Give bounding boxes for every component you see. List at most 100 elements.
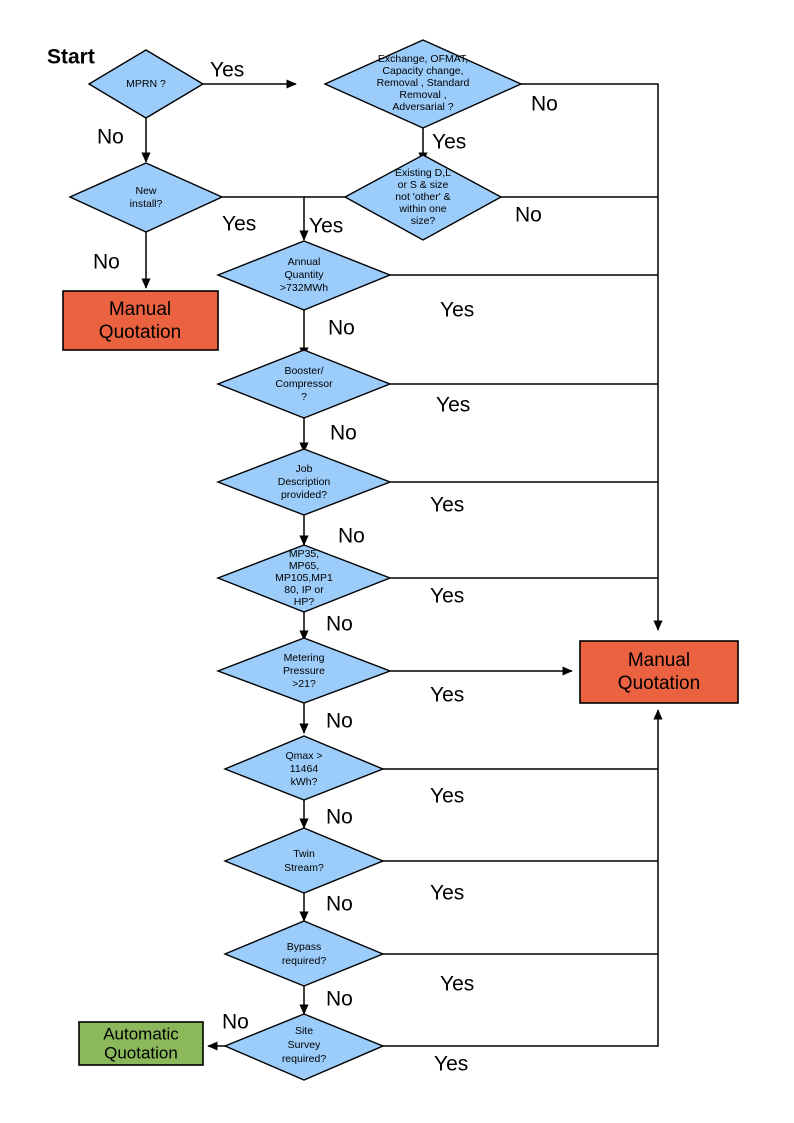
edge-label-qmax-yes: Yes <box>430 785 464 808</box>
bypass-label-line-0: Bypass <box>287 941 321 953</box>
node-booster[interactable]: Booster/ Compressor ? <box>216 349 392 419</box>
node-manual-quotation-right[interactable]: Manual Quotation <box>579 640 739 704</box>
metering-pressure-label-line-1: Pressure <box>283 665 325 677</box>
mprn-label-line-0: MPRN ? <box>126 78 166 90</box>
node-mp-types[interactable]: MP35, MP65, MP105,MP1 80, IP or HP? <box>216 544 392 613</box>
existing-dls-diamond[interactable] <box>343 154 503 241</box>
edge-label-site-survey-no: No <box>222 1011 249 1034</box>
edge-label-metering-pressure-yes: Yes <box>430 684 464 707</box>
existing-dls-label-line-0: Existing D,L <box>395 167 451 179</box>
edge-label-new-install-no: No <box>93 251 120 274</box>
node-exchange[interactable]: Exchange, OFMAT, Capacity change, Remova… <box>323 39 523 129</box>
annual-quantity-label-line-2: >732MWh <box>280 282 328 294</box>
edge-label-bypass-yes: Yes <box>440 973 474 996</box>
existing-dls-label-line-3: within one <box>398 203 446 215</box>
site-survey-label-line-2: required? <box>282 1053 327 1065</box>
edge-label-mp-types-yes: Yes <box>430 585 464 608</box>
job-description-diamond[interactable] <box>216 448 392 516</box>
site-survey-diamond[interactable] <box>223 1013 385 1081</box>
existing-dls-label-line-4: size? <box>411 215 436 227</box>
manual-quotation-left-line-1: Quotation <box>99 322 181 343</box>
edge-label-annual-quantity-no: No <box>328 317 355 340</box>
new-install-diamond[interactable] <box>68 162 224 233</box>
exchange-label-line-3: Removal , <box>399 89 446 101</box>
edge-label-new-install-yes: Yes <box>222 213 256 236</box>
new-install-label-line-1: install? <box>130 198 163 210</box>
edge-label-job-description-yes: Yes <box>430 494 464 517</box>
site-survey-label-line-1: Survey <box>288 1039 321 1051</box>
mp-types-diamond[interactable] <box>216 544 392 613</box>
existing-dls-label-line-2: not 'other' & <box>395 191 450 203</box>
edge-label-existing-dls-no: No <box>515 204 542 227</box>
edge-label-annual-quantity-yes: Yes <box>440 299 474 322</box>
metering-pressure-label-line-2: >21? <box>292 678 316 690</box>
node-bypass[interactable]: Bypass required? <box>223 920 385 987</box>
booster-diamond[interactable] <box>216 349 392 419</box>
bypass-diamond[interactable] <box>223 920 385 987</box>
edge-label-existing-dls-yes: Yes <box>309 215 343 238</box>
node-qmax[interactable]: Qmax > 11464 kWh? <box>223 735 385 801</box>
edge-label-exchange-no: No <box>531 93 558 116</box>
node-annual-quantity[interactable]: Annual Quantity >732MWh <box>216 240 392 311</box>
new-install-label-line-0: New <box>135 185 156 197</box>
automatic-quotation-box[interactable] <box>78 1021 204 1066</box>
node-automatic-quotation[interactable]: Automatic Quotation <box>78 1021 204 1066</box>
edge-label-layer: Start Yes No No Yes Yes No No Yes Yes No… <box>47 46 558 1076</box>
node-mprn[interactable]: MPRN ? <box>87 49 205 119</box>
exchange-label-line-0: Exchange, OFMAT, <box>378 53 468 65</box>
exchange-label-line-1: Capacity change, <box>382 65 463 77</box>
qmax-label-line-1: 11464 <box>290 763 319 775</box>
annual-quantity-label-line-1: Quantity <box>284 269 324 281</box>
edge-label-mprn-no: No <box>97 126 124 149</box>
node-job-description[interactable]: Job Description provided? <box>216 448 392 516</box>
mprn-diamond[interactable] <box>87 49 205 119</box>
node-manual-quotation-left[interactable]: Manual Quotation <box>62 290 219 351</box>
qmax-label-line-2: kWh? <box>291 776 318 788</box>
job-description-label-line-1: Description <box>278 476 331 488</box>
booster-label-line-1: Compressor <box>275 378 333 390</box>
booster-label-line-0: Booster/ <box>284 365 323 377</box>
node-twin-stream[interactable]: Twin Stream? <box>223 827 385 894</box>
manual-quotation-right-box[interactable] <box>579 640 739 704</box>
edge-label-qmax-no: No <box>326 806 353 829</box>
manual-quotation-right-line-0: Manual <box>628 650 690 671</box>
edge-exchange-no <box>521 83 663 631</box>
node-existing-dls[interactable]: Existing D,L or S & size not 'other' & w… <box>343 154 503 241</box>
qmax-diamond[interactable] <box>223 735 385 801</box>
edge-label-booster-no: No <box>330 422 357 445</box>
edge-label-site-survey-yes: Yes <box>434 1053 468 1076</box>
job-description-label-line-0: Job <box>296 463 313 475</box>
edge-label-metering-pressure-no: No <box>326 710 353 733</box>
twin-stream-diamond[interactable] <box>223 827 385 894</box>
node-site-survey[interactable]: Site Survey required? <box>223 1013 385 1081</box>
site-survey-label-line-0: Site <box>295 1025 313 1037</box>
qmax-label-line-0: Qmax > <box>285 750 322 762</box>
connector-layer <box>141 79 663 1051</box>
twin-stream-label-line-0: Twin <box>293 848 315 860</box>
metering-pressure-label-line-0: Metering <box>284 652 325 664</box>
edge-label-twin-stream-no: No <box>326 893 353 916</box>
node-new-install[interactable]: New install? <box>68 162 224 233</box>
automatic-quotation-line-0: Automatic <box>103 1024 179 1043</box>
mp-types-label-line-4: HP? <box>294 596 315 608</box>
edge-label-exchange-yes: Yes <box>432 131 466 154</box>
start-label: Start <box>47 46 95 69</box>
node-metering-pressure[interactable]: Metering Pressure >21? <box>216 637 392 704</box>
mp-types-label-line-3: 80, IP or <box>284 584 324 596</box>
mp-types-label-line-0: MP35, <box>289 548 319 560</box>
annual-quantity-diamond[interactable] <box>216 240 392 311</box>
job-description-label-line-2: provided? <box>281 489 327 501</box>
metering-pressure-diamond[interactable] <box>216 637 392 704</box>
exchange-diamond[interactable] <box>323 39 523 129</box>
manual-quotation-left-box[interactable] <box>62 290 219 351</box>
mp-types-label-line-2: MP105,MP1 <box>275 572 333 584</box>
edge-label-mprn-yes: Yes <box>210 59 244 82</box>
edge-label-job-description-no: No <box>338 525 365 548</box>
manual-quotation-right-line-1: Quotation <box>618 673 700 694</box>
exchange-label-line-2: Removal , Standard <box>377 77 470 89</box>
annual-quantity-label-line-0: Annual <box>288 256 321 268</box>
edge-label-mp-types-no: No <box>326 613 353 636</box>
edge-site-survey-yes <box>383 709 663 1047</box>
